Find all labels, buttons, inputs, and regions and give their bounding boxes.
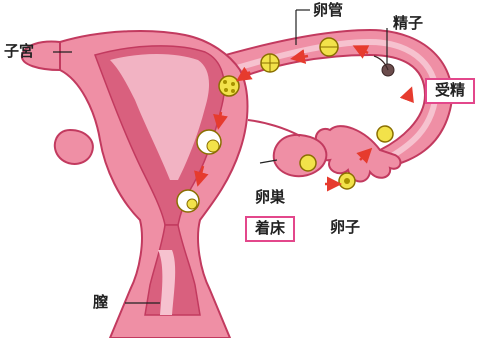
label-egg: 卵子: [330, 220, 360, 235]
label-sperm: 精子: [393, 16, 423, 31]
label-fertilization: 受精: [425, 78, 475, 104]
label-vagina: 膣: [93, 295, 108, 310]
label-implantation: 着床: [245, 216, 295, 242]
embryo-2: [261, 54, 279, 72]
label-fallopian-tube: 卵管: [313, 3, 343, 18]
embryo-1: [320, 38, 338, 56]
label-uterus: 子宮: [4, 44, 34, 59]
embryo-5: [177, 190, 199, 212]
embryo-3: [219, 76, 239, 96]
right-ovary: [274, 135, 327, 176]
left-ovary: [55, 130, 93, 164]
embryo-4: [197, 130, 221, 154]
egg-in-fimbria: [377, 126, 393, 142]
label-ovary: 卵巣: [255, 190, 285, 205]
ovary-egg: [300, 155, 316, 171]
